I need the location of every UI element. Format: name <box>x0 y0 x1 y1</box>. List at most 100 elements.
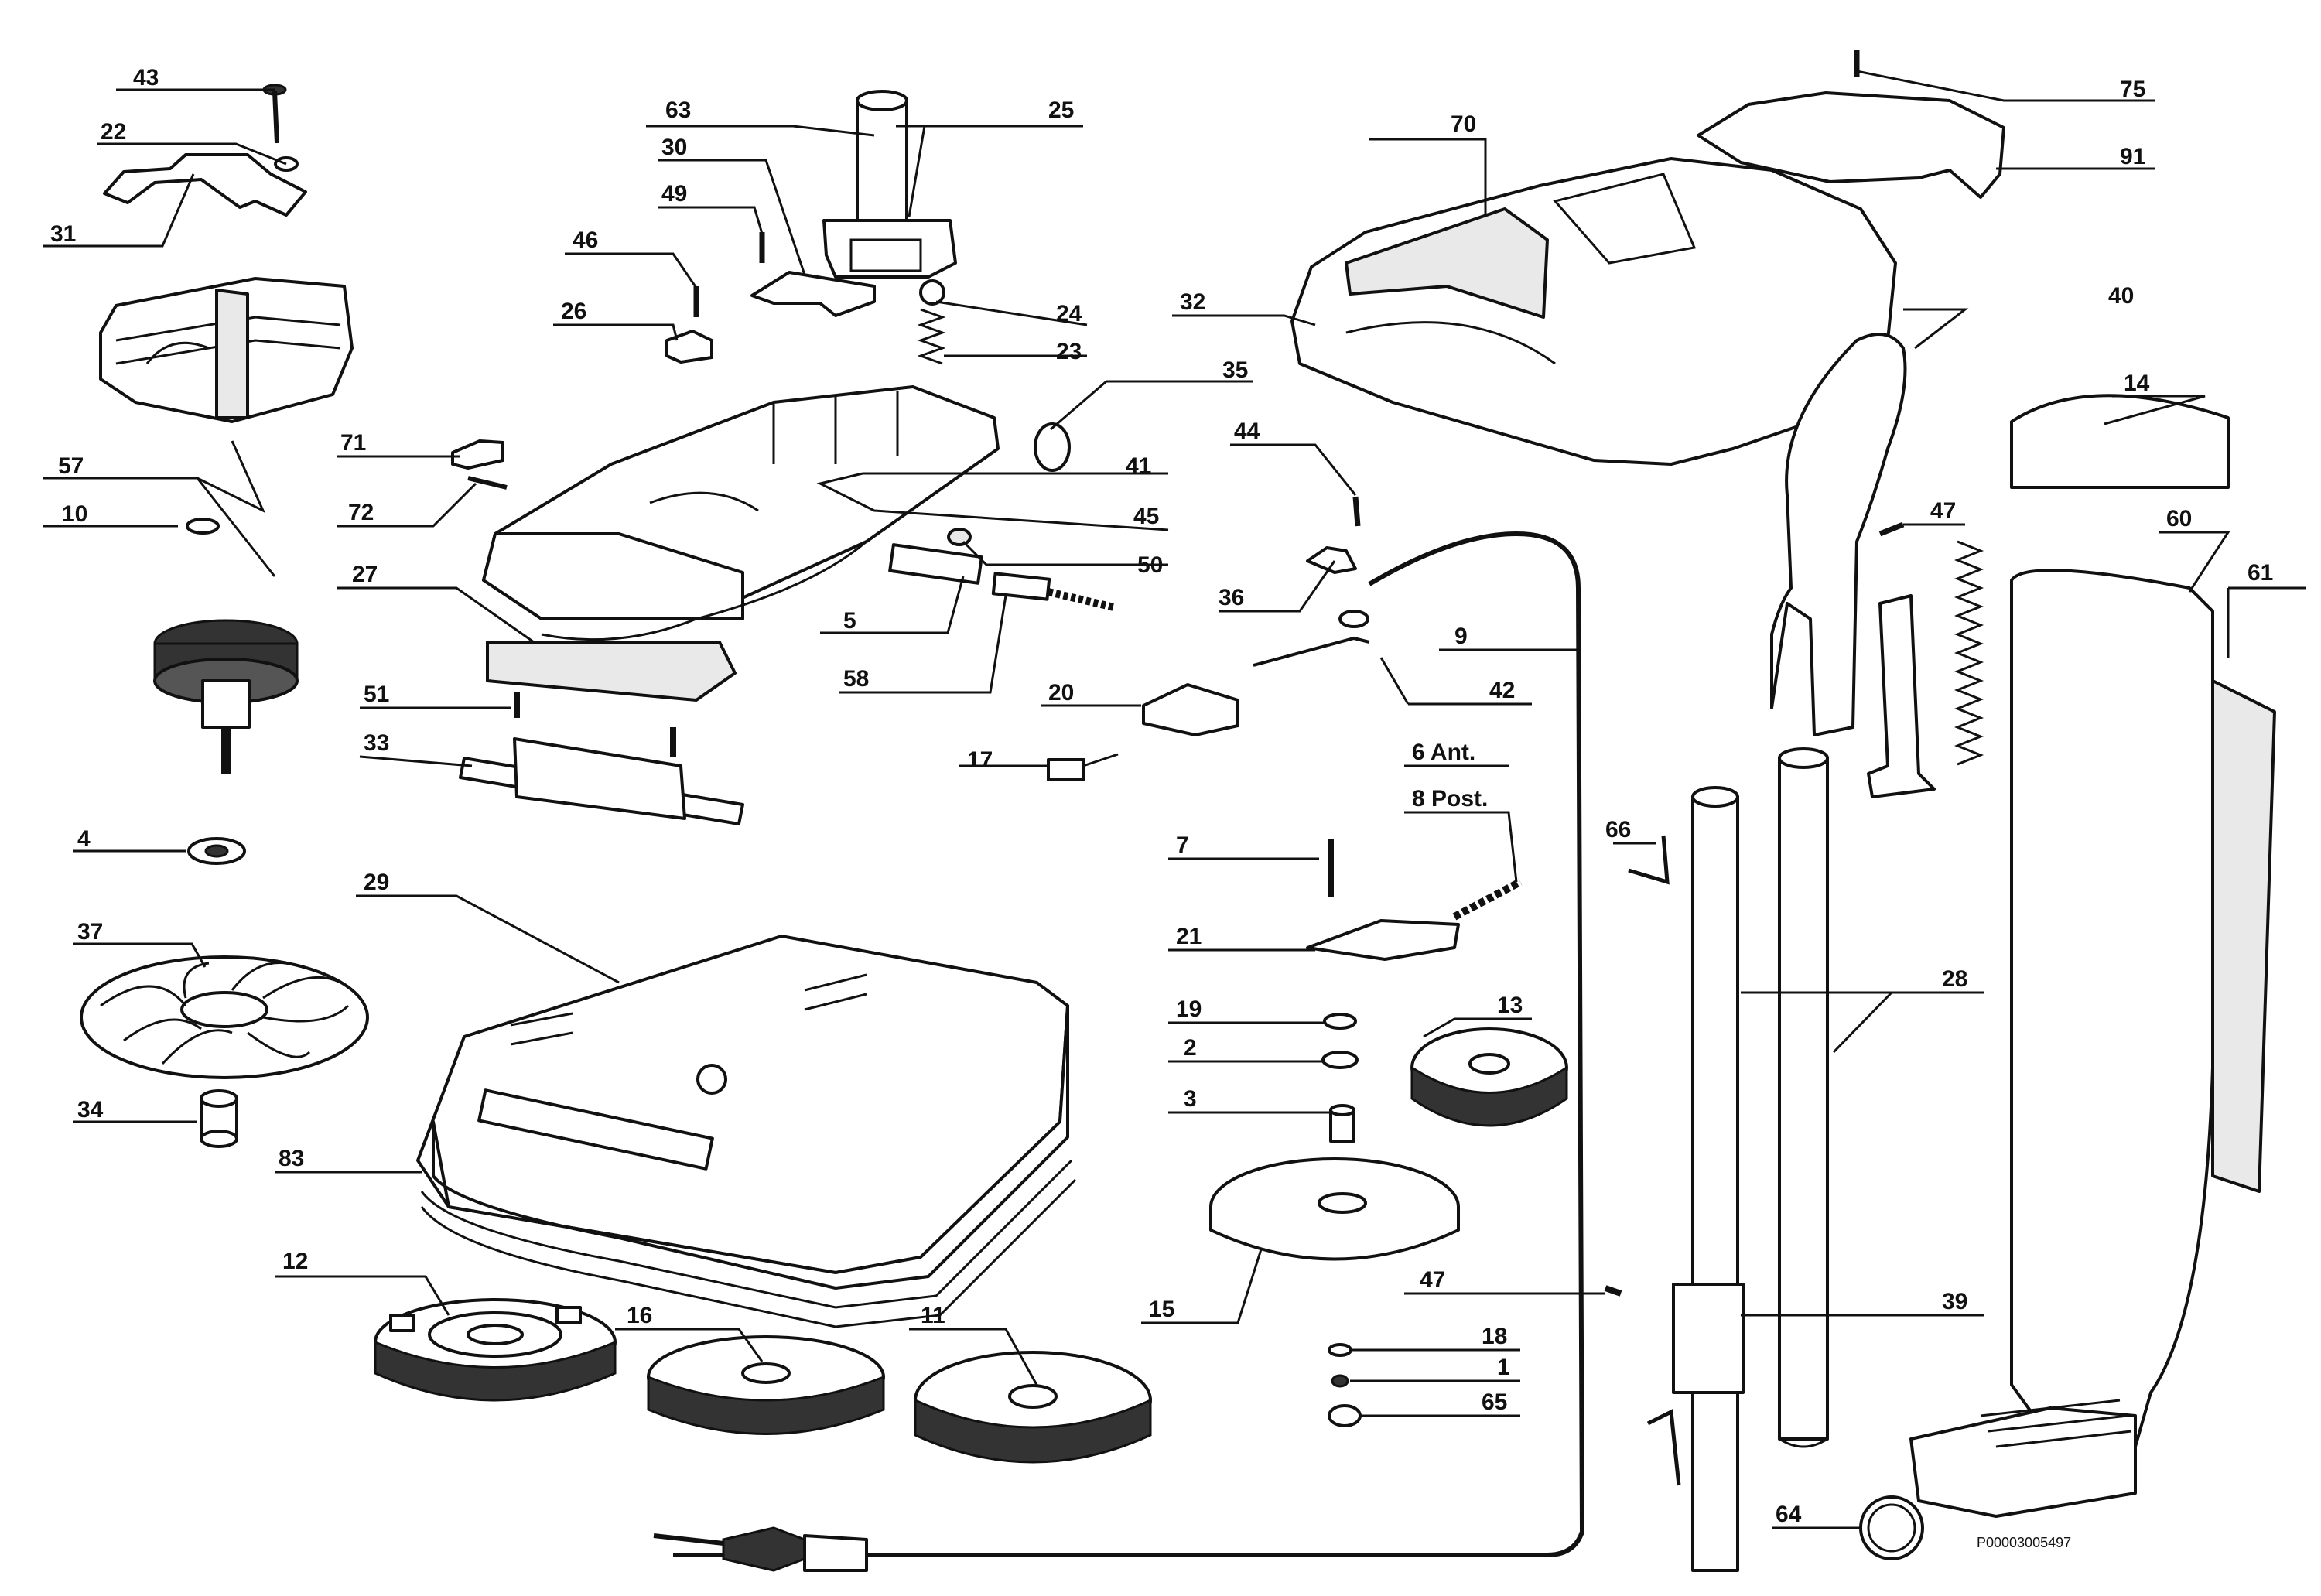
callout-20: 20 <box>1048 680 1074 706</box>
callout-37: 37 <box>77 919 103 945</box>
pin-72 <box>467 476 508 490</box>
terminal-block-20 <box>1142 683 1239 736</box>
screw-44 <box>1352 496 1361 527</box>
holder-bracket <box>1867 594 1936 798</box>
callout-34: 34 <box>77 1097 104 1123</box>
spring-right <box>1954 540 1984 766</box>
callout-23: 23 <box>1056 339 1082 364</box>
callout-60: 60 <box>2166 506 2192 531</box>
coupling-34 <box>200 1089 238 1148</box>
callout-64: 64 <box>1776 1502 1802 1527</box>
motor-frame-57 <box>99 277 354 423</box>
callout-26: 26 <box>561 299 586 324</box>
callout-75: 75 <box>2120 77 2145 102</box>
bracket-31 <box>103 153 307 217</box>
callout-66: 66 <box>1605 817 1631 842</box>
washer-18 <box>1328 1343 1352 1357</box>
callout-14: 14 <box>2124 371 2150 396</box>
connector-17 <box>1047 753 1119 781</box>
cord-42 <box>1253 636 1370 667</box>
callout-7: 7 <box>1176 832 1189 858</box>
callout-41: 41 <box>1126 453 1151 479</box>
cord-grommet <box>1338 610 1369 628</box>
callout-33: 33 <box>364 730 389 756</box>
hood-32-70 <box>1290 157 1897 466</box>
plate-30 <box>750 271 876 317</box>
callout-40: 40 <box>2108 283 2134 309</box>
callout-91: 91 <box>2120 144 2145 169</box>
callout-12: 12 <box>282 1249 308 1274</box>
cover-91 <box>1697 91 2005 199</box>
leader-lines <box>43 70 2306 1529</box>
callout-51: 51 <box>364 682 389 707</box>
brush-16 <box>647 1335 885 1435</box>
clamp-36 <box>1306 546 1357 574</box>
callout-61: 61 <box>2248 560 2273 586</box>
callout-47b: 47 <box>1420 1267 1445 1293</box>
callout-3: 3 <box>1184 1086 1197 1112</box>
callout-16: 16 <box>627 1303 652 1328</box>
fan-37 <box>80 955 369 1079</box>
callout-24: 24 <box>1056 301 1082 326</box>
power-cord-9 <box>867 531 1585 1557</box>
washer-2 <box>1321 1051 1359 1069</box>
motor-armature <box>153 619 299 774</box>
screw-43 <box>262 84 287 144</box>
sleeve-3 <box>1329 1104 1355 1143</box>
screw-47b <box>1604 1285 1622 1297</box>
part-drawings <box>80 50 2276 1572</box>
knob-24 <box>919 279 945 306</box>
plate-21 <box>1306 919 1460 961</box>
tube-28-39 <box>1672 747 1829 1572</box>
callout-25: 25 <box>1048 97 1074 123</box>
callout-5: 5 <box>843 608 856 634</box>
callout-44: 44 <box>1234 419 1260 444</box>
callout-42: 42 <box>1489 678 1515 703</box>
callout-18: 18 <box>1482 1324 1507 1349</box>
dust-bag-60-61 <box>1909 569 2276 1518</box>
screw-47 <box>1878 521 1905 537</box>
callout-36: 36 <box>1219 585 1244 610</box>
callout-49: 49 <box>661 181 687 207</box>
bearing-4 <box>187 837 246 865</box>
callout-17: 17 <box>967 747 993 773</box>
callout-2: 2 <box>1184 1035 1197 1061</box>
callout-43: 43 <box>133 65 159 91</box>
callout-47: 47 <box>1930 498 1956 524</box>
callout-35: 35 <box>1222 357 1248 383</box>
callout-22: 22 <box>101 119 126 145</box>
callout-11: 11 <box>921 1303 945 1328</box>
nut-65 <box>1328 1404 1362 1427</box>
ring-64-inner <box>1867 1503 1916 1553</box>
nut-1 <box>1331 1374 1349 1388</box>
spring-8 <box>1452 878 1523 921</box>
spring-23 <box>917 308 946 365</box>
callout-30: 30 <box>661 135 687 160</box>
callout-4: 4 <box>77 826 91 852</box>
callout-19: 19 <box>1176 996 1202 1022</box>
callout-57: 57 <box>58 453 84 479</box>
callout-58: 58 <box>843 666 869 692</box>
callout-70: 70 <box>1451 111 1476 137</box>
nut-50 <box>947 528 972 546</box>
handle-40 <box>1770 333 1907 736</box>
callout-39: 39 <box>1942 1289 1967 1314</box>
callout-50: 50 <box>1137 552 1163 578</box>
chassis-27 <box>482 385 1000 702</box>
callout-15: 15 <box>1149 1297 1174 1322</box>
callout-72: 72 <box>348 500 374 525</box>
callout-63: 63 <box>665 97 691 123</box>
washer-10 <box>186 518 220 535</box>
callout-83: 83 <box>279 1146 304 1171</box>
callout-8-post: 8 Post. <box>1412 786 1488 812</box>
pulley-15 <box>1209 1157 1460 1261</box>
brush-11 <box>914 1351 1152 1464</box>
plug <box>653 1526 868 1572</box>
callout-71: 71 <box>340 430 366 456</box>
callout-65: 65 <box>1482 1389 1507 1415</box>
tube-63-bracket-25 <box>822 90 957 279</box>
brush-12 <box>374 1298 617 1402</box>
terminal-5 <box>888 543 983 585</box>
diagram-code: P00003005497 <box>1977 1535 2071 1550</box>
